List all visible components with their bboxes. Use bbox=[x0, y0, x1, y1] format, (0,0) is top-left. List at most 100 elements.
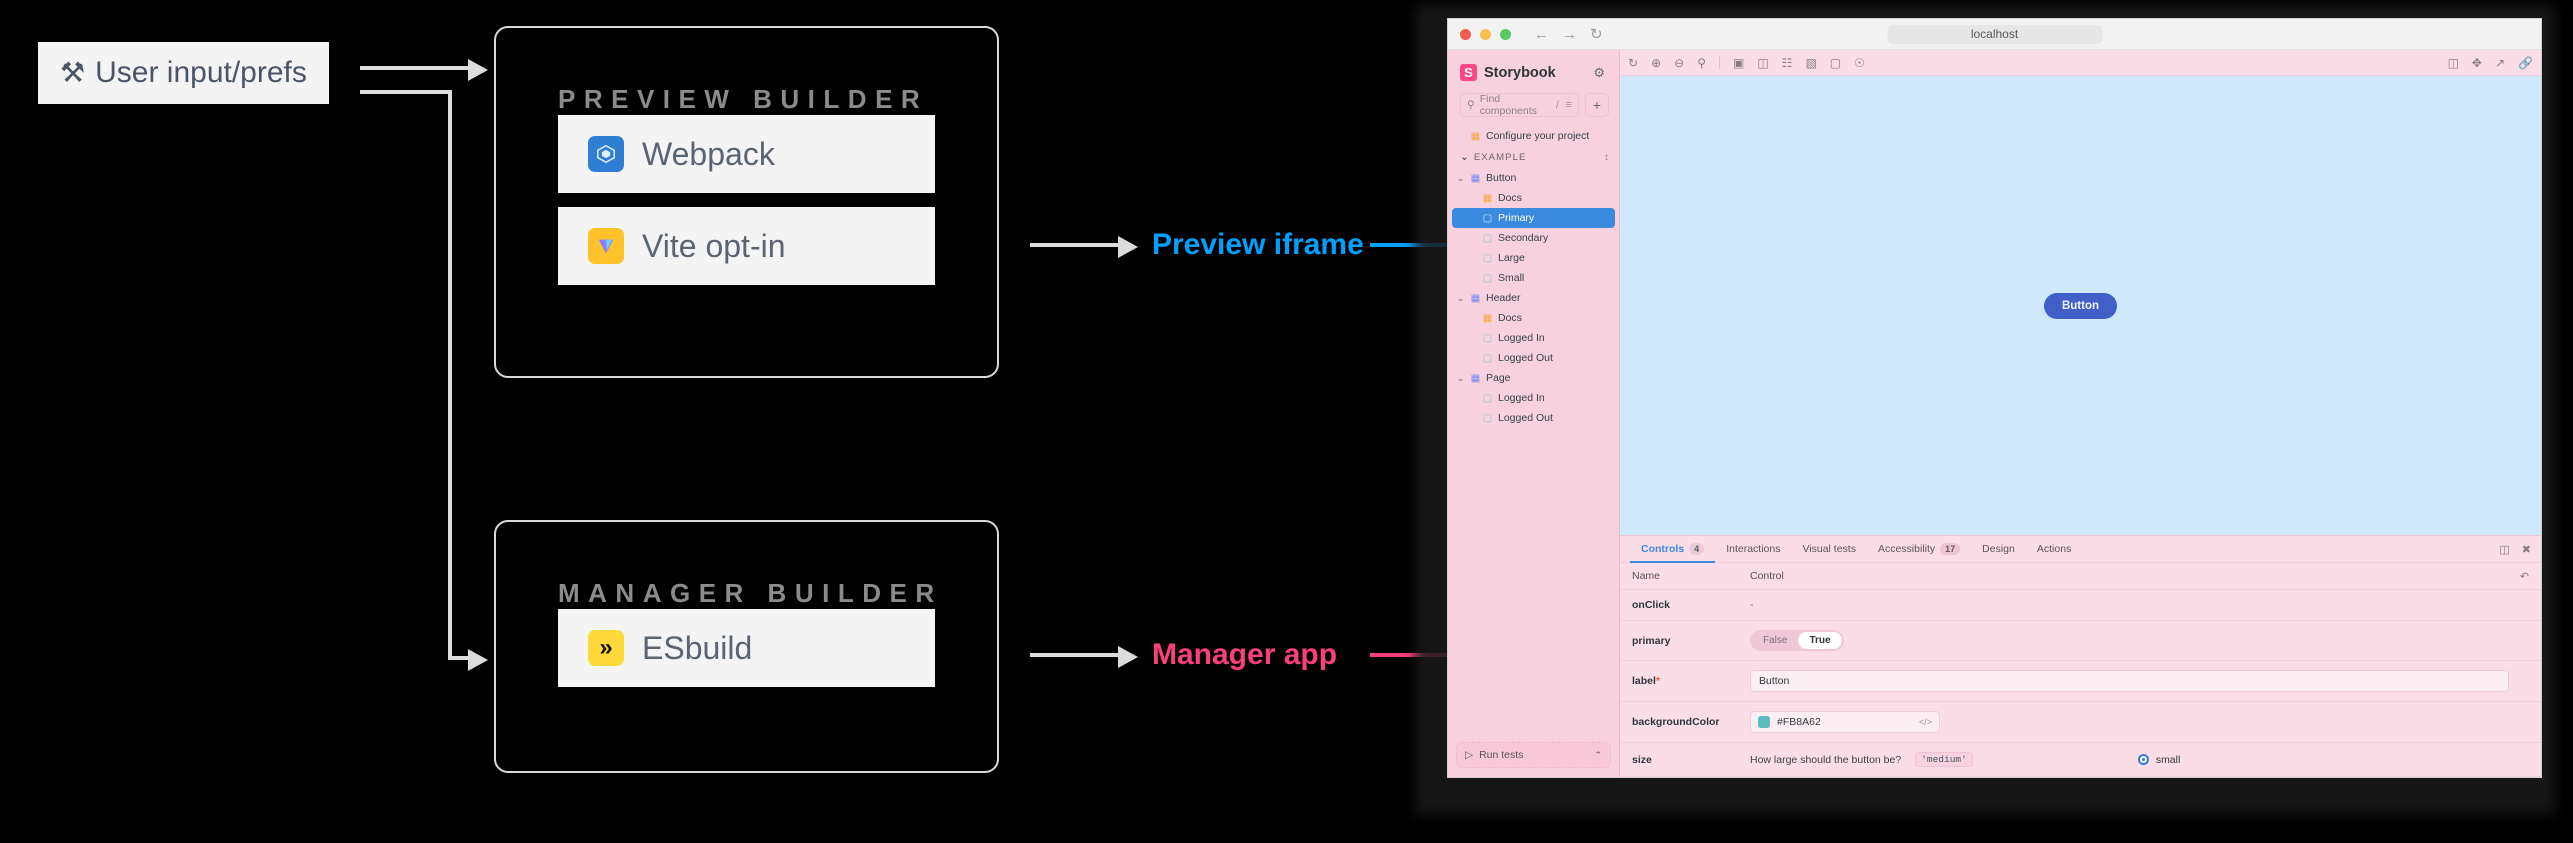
control-name: label* bbox=[1620, 660, 1738, 702]
doc-icon: ▦ bbox=[1470, 130, 1481, 142]
tree-item-primary[interactable]: ▢ Primary bbox=[1452, 208, 1615, 228]
builder-row-webpack[interactable]: Webpack bbox=[558, 115, 935, 193]
address-bar[interactable]: localhost bbox=[1887, 24, 2102, 44]
reload-icon[interactable]: ↻ bbox=[1590, 26, 1603, 43]
table-row: primary False True bbox=[1620, 620, 2541, 661]
tab-label: Actions bbox=[2036, 543, 2072, 555]
tree-group-label: EXAMPLE bbox=[1473, 151, 1527, 163]
builder-row-esbuild[interactable]: » ESbuild bbox=[558, 609, 935, 687]
copy-link-icon[interactable]: 🔗 bbox=[2518, 55, 2533, 70]
tree-item-header-logged-out[interactable]: ▢ Logged Out bbox=[1448, 348, 1619, 368]
tab-actions[interactable]: Actions bbox=[2026, 536, 2082, 563]
addons-tabs: Controls 4 Interactions Visual tests Acc… bbox=[1620, 536, 2541, 563]
fullscreen-icon[interactable]: ✥ bbox=[2471, 55, 2482, 70]
minimize-window-dot[interactable] bbox=[1480, 28, 1491, 40]
tree-item-label: Docs bbox=[1498, 192, 1522, 204]
control-value: False True bbox=[1738, 620, 2541, 661]
tree-item-header[interactable]: ⌄ ▦ Header bbox=[1448, 288, 1619, 308]
controls-header-row: Name Control ↶ bbox=[1620, 563, 2541, 590]
viewport-icon[interactable]: ◫ bbox=[1757, 55, 1769, 70]
tree-item-secondary[interactable]: ▢ Secondary bbox=[1448, 228, 1619, 248]
tree-item-small[interactable]: ▢ Small bbox=[1448, 268, 1619, 288]
size-hint: How large should the button be? bbox=[1750, 753, 1902, 766]
builder-row-label: ESbuild bbox=[642, 629, 753, 666]
tab-accessibility[interactable]: Accessibility 17 bbox=[1867, 536, 1971, 563]
tree-item-label: Small bbox=[1498, 272, 1525, 284]
grid-icon[interactable]: ☷ bbox=[1781, 55, 1793, 70]
tab-design[interactable]: Design bbox=[1971, 536, 2026, 563]
undo-icon[interactable]: ↶ bbox=[2519, 571, 2529, 583]
tree-item-button-docs[interactable]: ▦ Docs bbox=[1448, 188, 1619, 208]
preview-button[interactable]: Button bbox=[2043, 292, 2118, 319]
tab-controls[interactable]: Controls 4 bbox=[1630, 536, 1715, 563]
controls-table: Name Control ↶ onClick - primary bbox=[1620, 563, 2541, 777]
column-control: Control ↶ bbox=[1738, 563, 2541, 590]
control-name: backgroundColor bbox=[1620, 701, 1738, 743]
chevron-down-icon: ⌄ bbox=[1456, 172, 1465, 183]
color-swatch[interactable] bbox=[1758, 716, 1770, 728]
accessibility-icon[interactable]: ☉ bbox=[1854, 55, 1865, 70]
vite-icon bbox=[588, 228, 624, 264]
maximize-window-dot[interactable] bbox=[1500, 28, 1511, 40]
toggle-option-true[interactable]: True bbox=[1798, 632, 1842, 649]
control-name: primary bbox=[1620, 620, 1738, 661]
tree-item-large[interactable]: ▢ Large bbox=[1448, 248, 1619, 268]
filter-icon[interactable]: ≡ bbox=[1565, 99, 1572, 111]
tree-item-configure-your-project[interactable]: ▦ Configure your project bbox=[1448, 126, 1619, 146]
close-window-dot[interactable] bbox=[1460, 28, 1471, 40]
reload-icon[interactable]: ↻ bbox=[1628, 55, 1639, 70]
story-icon: ▢ bbox=[1482, 252, 1493, 264]
tree-item-page-logged-in[interactable]: ▢ Logged In bbox=[1448, 388, 1619, 408]
sort-icon[interactable]: ↕ bbox=[1604, 151, 1609, 163]
tree-item-label: Secondary bbox=[1498, 232, 1549, 244]
color-value: #FB8A62 bbox=[1777, 716, 1821, 728]
radio-icon[interactable] bbox=[2137, 754, 2149, 765]
tree-item-header-docs[interactable]: ▦ Docs bbox=[1448, 308, 1619, 328]
panel-position-icon[interactable]: ◫ bbox=[2499, 543, 2510, 556]
gear-icon[interactable]: ⚙ bbox=[1593, 64, 1605, 80]
tab-label: Visual tests bbox=[1802, 543, 1856, 555]
zoom-in-icon[interactable]: ⊕ bbox=[1651, 55, 1662, 70]
table-row: onClick - bbox=[1620, 589, 2541, 621]
tree-item-header-logged-in[interactable]: ▢ Logged In bbox=[1448, 328, 1619, 348]
zoom-out-icon[interactable]: ⊖ bbox=[1674, 55, 1685, 70]
zoom-reset-icon[interactable]: ⚲ bbox=[1697, 55, 1706, 70]
close-panel-icon[interactable]: ✖ bbox=[2521, 543, 2531, 556]
toggle-option-false[interactable]: False bbox=[1763, 635, 1788, 646]
back-arrow-icon[interactable]: ← bbox=[1534, 25, 1549, 43]
tab-interactions[interactable]: Interactions bbox=[1715, 536, 1791, 563]
doc-icon: ▦ bbox=[1482, 192, 1493, 204]
story-icon: ▢ bbox=[1482, 212, 1493, 224]
run-tests-button[interactable]: ▷ Run tests ⌃ bbox=[1456, 742, 1611, 768]
story-icon: ▢ bbox=[1482, 412, 1493, 424]
add-component-button[interactable]: + bbox=[1585, 93, 1609, 117]
story-icon: ▢ bbox=[1482, 332, 1493, 344]
story-icon: ▢ bbox=[1482, 352, 1493, 364]
tree-item-page[interactable]: ⌄ ▦ Page bbox=[1448, 368, 1619, 388]
forward-arrow-icon[interactable]: → bbox=[1562, 25, 1577, 43]
table-row: label* Button bbox=[1620, 660, 2541, 702]
tree-item-page-logged-out[interactable]: ▢ Logged Out bbox=[1448, 408, 1619, 428]
backgrounds-icon[interactable]: ▣ bbox=[1732, 55, 1745, 70]
brand[interactable]: S Storybook ⚙ bbox=[1448, 60, 1619, 81]
primary-toggle[interactable]: False True bbox=[1750, 630, 1844, 651]
sidebar-toggle-icon[interactable]: ◫ bbox=[2447, 55, 2459, 70]
builder-row-vite[interactable]: Vite opt-in bbox=[558, 207, 935, 285]
storybook-window: ← → ↻ localhost S Storybook ⚙ ⚲ Find com… bbox=[1447, 18, 2542, 778]
code-toggle-icon[interactable]: </> bbox=[1918, 717, 1932, 727]
tree-item-label: Docs bbox=[1498, 312, 1522, 324]
preview-builder-title: PREVIEW BUILDER bbox=[558, 84, 929, 114]
measure-icon[interactable]: ▧ bbox=[1805, 55, 1817, 70]
preview-builder-box: PREVIEW BUILDER Webpack Vite opt-in bbox=[494, 26, 999, 378]
size-radio-small[interactable]: small bbox=[2137, 754, 2180, 766]
builder-row-label: Vite opt-in bbox=[642, 227, 786, 264]
tree-group-example[interactable]: ⌄ EXAMPLE ↕ bbox=[1448, 146, 1619, 168]
tab-visual-tests[interactable]: Visual tests bbox=[1791, 536, 1867, 563]
open-new-tab-icon[interactable]: ↗ bbox=[2494, 55, 2506, 70]
tree-item-button[interactable]: ⌄ ▦ Button bbox=[1448, 168, 1619, 188]
background-color-field[interactable]: #FB8A62 </> bbox=[1750, 711, 1940, 733]
tab-badge: 17 bbox=[1940, 543, 1961, 555]
label-field[interactable]: Button bbox=[1750, 670, 2510, 692]
search-input[interactable]: ⚲ Find components / ≡ bbox=[1460, 93, 1579, 117]
outline-icon[interactable]: ▢ bbox=[1829, 55, 1842, 70]
